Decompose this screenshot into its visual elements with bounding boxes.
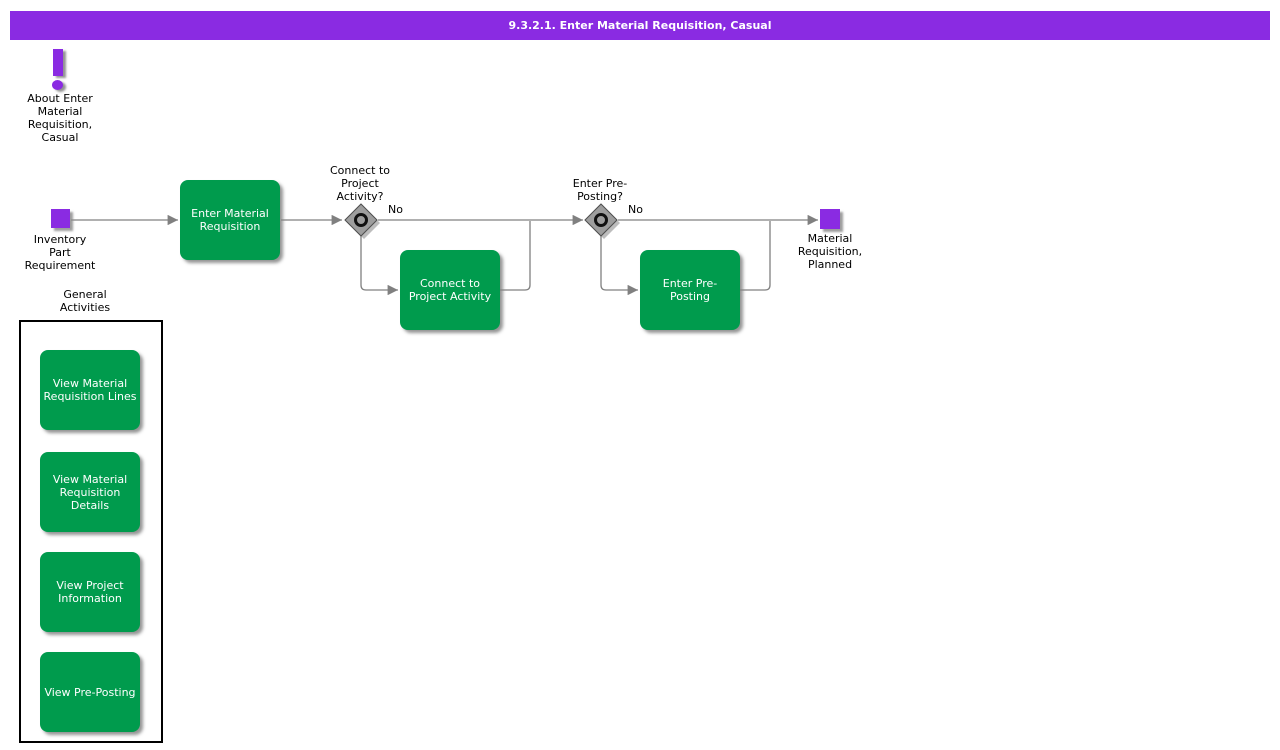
decision-connect-to-project-activity[interactable] [344, 203, 380, 239]
task-enter-pre-posting[interactable]: Enter Pre- Posting [640, 250, 740, 330]
decision1-circle-icon [354, 213, 368, 227]
about-label: About Enter Material Requisition, Casual [27, 92, 93, 144]
decision2-diamond[interactable] [584, 203, 618, 237]
task-connect-to-project-activity[interactable]: Connect to Project Activity [400, 250, 500, 330]
task-view-pre-posting[interactable]: View Pre-Posting [40, 652, 140, 732]
decision2-question-label: Enter Pre- Posting? [572, 177, 628, 203]
general-activities-title: General Activities [59, 288, 111, 314]
end-event-material-requisition-planned[interactable] [820, 209, 840, 229]
decision1-no-label: No [388, 203, 403, 216]
connector-decision1-yes-to-task2 [360, 236, 398, 296]
task-view-material-requisition-lines[interactable]: View Material Requisition Lines [40, 350, 140, 430]
general-activities-box: View Material Requisition Lines View Mat… [19, 320, 163, 743]
start-event-inventory-part-requirement[interactable] [51, 209, 70, 228]
decision1-diamond[interactable] [344, 203, 378, 237]
decision1-shadow [348, 207, 380, 239]
task-enter-material-requisition[interactable]: Enter Material Requisition [180, 180, 280, 260]
decision1-question-label: Connect to Project Activity? [329, 164, 391, 203]
exclamation-bar[interactable] [53, 49, 63, 76]
exclamation-dot[interactable] [52, 80, 63, 90]
connector-task2-join [500, 221, 531, 291]
decision-enter-pre-posting[interactable] [584, 203, 620, 239]
start-event-label: Inventory Part Requirement [24, 233, 96, 272]
decision2-shadow [588, 207, 620, 239]
diagram-title-bar: 9.3.2.1. Enter Material Requisition, Cas… [10, 11, 1270, 40]
task-view-material-requisition-details[interactable]: View Material Requisition Details [40, 452, 140, 532]
connector-task3-join [740, 221, 771, 291]
end-event-label: Material Requisition, Planned [797, 232, 863, 271]
decision2-no-label: No [628, 203, 643, 216]
decision2-circle-icon [594, 213, 608, 227]
connector-decision2-yes-to-task3 [600, 236, 638, 296]
task-view-project-information[interactable]: View Project Information [40, 552, 140, 632]
